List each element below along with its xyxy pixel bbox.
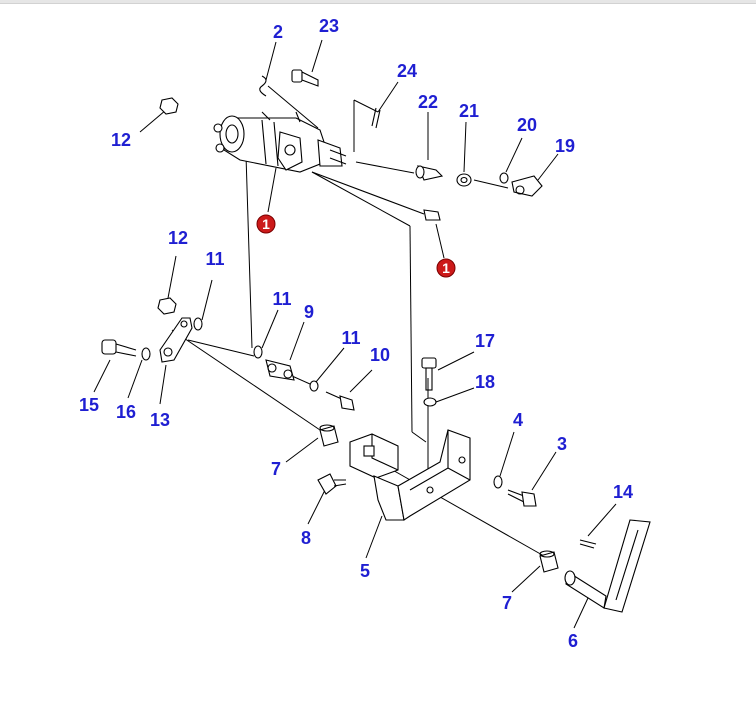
bolt-10 [325, 391, 355, 411]
callout-16[interactable]: 16 [116, 402, 136, 422]
bushing-7-b [539, 550, 559, 573]
washer-11-c [309, 380, 319, 392]
callout-22[interactable]: 22 [418, 92, 438, 112]
nut-12-lower [157, 297, 177, 315]
bolt-15 [101, 339, 137, 357]
wire-2 [259, 75, 267, 97]
pin-24 [371, 107, 381, 129]
bracket-5 [349, 429, 471, 521]
callout-7-lower[interactable]: 7 [502, 593, 512, 613]
callout-19[interactable]: 19 [555, 136, 575, 156]
callout-11-a[interactable]: 11 [205, 249, 224, 269]
window-top-border [0, 0, 756, 4]
washer-4 [493, 475, 503, 489]
callout-23[interactable]: 23 [319, 16, 339, 36]
bolt-17 [421, 357, 437, 391]
washer-18 [423, 397, 437, 407]
nut-12-upper [159, 97, 179, 115]
pedal-6 [564, 519, 651, 613]
bushing-7-a [319, 424, 339, 447]
washer-16 [141, 347, 151, 361]
callout-8[interactable]: 8 [301, 528, 311, 548]
leader-lines [93, 39, 617, 629]
long-bolt [311, 171, 441, 221]
reference-marker-1-lower[interactable]: 1 [436, 258, 456, 278]
callout-17[interactable]: 17 [475, 331, 495, 351]
washer-11-a [193, 317, 203, 331]
callout-3[interactable]: 3 [557, 434, 567, 454]
actuator-assembly [213, 111, 347, 173]
rod-end-parts [415, 165, 543, 197]
assembly-reference-lines [171, 85, 545, 557]
callout-9[interactable]: 9 [304, 302, 314, 322]
callout-24[interactable]: 24 [397, 61, 417, 81]
link-9 [265, 359, 295, 381]
callout-6[interactable]: 6 [568, 631, 578, 651]
callout-2[interactable]: 2 [273, 22, 283, 42]
callout-14[interactable]: 14 [613, 482, 633, 502]
marker-label: 1 [442, 260, 450, 276]
callout-numbers: 2 23 24 22 21 20 19 12 12 11 11 11 9 10 … [79, 16, 633, 651]
callout-11-c[interactable]: 11 [341, 328, 360, 348]
callout-10[interactable]: 10 [370, 345, 390, 365]
callout-13[interactable]: 13 [150, 410, 170, 430]
bolt-3 [507, 489, 537, 507]
callout-21[interactable]: 21 [459, 101, 479, 121]
callout-12-upper[interactable]: 12 [111, 130, 131, 150]
marker-label: 1 [262, 216, 270, 232]
lever-13 [159, 317, 193, 363]
pin-14 [579, 539, 597, 549]
callout-5[interactable]: 5 [360, 561, 370, 581]
washer-11-b [253, 345, 263, 359]
reference-marker-1-upper[interactable]: 1 [256, 214, 276, 234]
callout-7-upper[interactable]: 7 [271, 459, 281, 479]
stopper-8 [317, 473, 347, 495]
callout-15[interactable]: 15 [79, 395, 99, 415]
callout-12-lower[interactable]: 12 [168, 228, 188, 248]
callout-18[interactable]: 18 [475, 372, 495, 392]
callout-11-b[interactable]: 11 [272, 289, 291, 309]
callout-4[interactable]: 4 [513, 410, 523, 430]
callout-20[interactable]: 20 [517, 115, 537, 135]
bolt-23 [291, 69, 319, 87]
